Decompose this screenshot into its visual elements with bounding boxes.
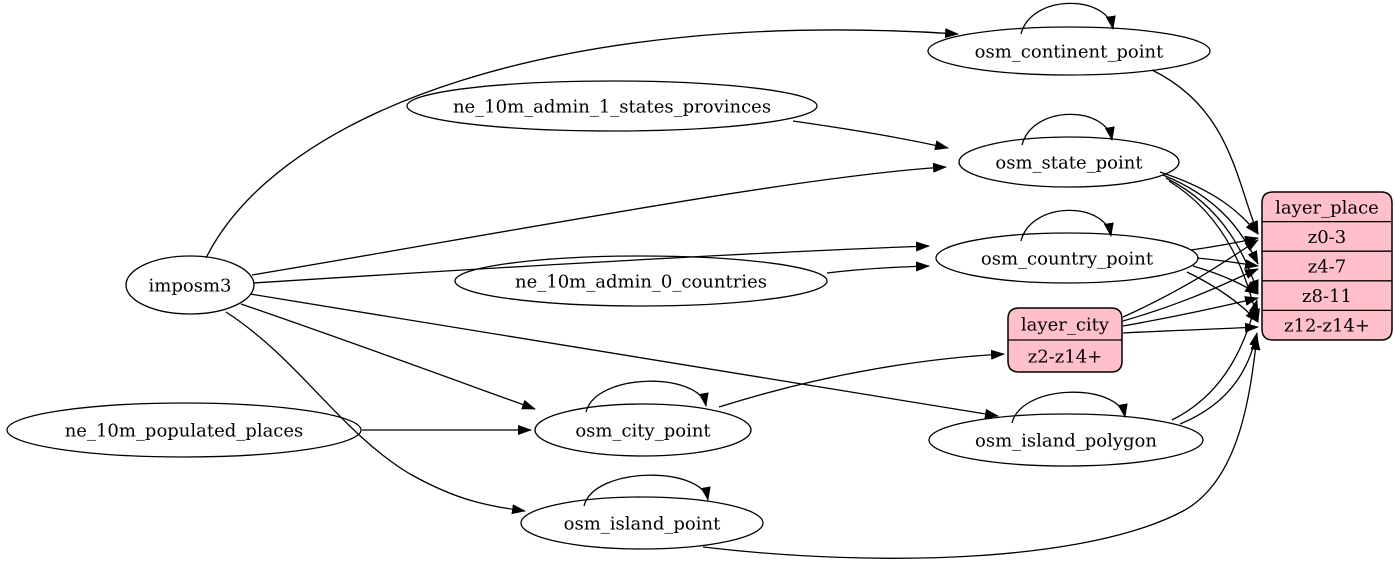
edge-osm_state_point-to-layer_place-z0-3 [1159,171,1259,235]
edge-ne_10m_admin_1_states_provinces-to-osm_state_point [792,120,949,151]
node-label-osm_city_point: osm_city_point [575,421,711,442]
node-ne_10m_admin_1_states_provinces: ne_10m_admin_1_states_provinces [406,80,818,132]
node-label-ne_10m_populated_places: ne_10m_populated_places [65,421,304,442]
edge-imposm3-to-osm_city_point [240,303,536,410]
edge-osm_island_polygon-to-layer_place-z8-11 [1171,299,1259,421]
edge-osm_country_point-to-layer_place-z12-z14+ [1186,271,1259,323]
node-ne_10m_populated_places: ne_10m_populated_places [6,402,362,458]
edge-selfloop-osm_island_point [583,474,711,507]
record-row-layer_city-layer_city: layer_city [1021,315,1110,336]
node-osm_continent_point: osm_continent_point [927,26,1211,76]
edge-osm_country_point-to-layer_place-z4-7 [1196,257,1259,270]
edge-layer_city-to-layer_place-z8-11 [1122,296,1259,327]
node-shape-ne_10m_admin_1_states_provinces [406,80,818,132]
edge-selfloop-osm_country_point [1020,209,1114,242]
node-osm_state_point: osm_state_point [958,136,1180,188]
edge-layer_city-to-layer_place-z12-z14+ [1122,322,1259,334]
node-shape-ne_10m_admin_0_countries [454,255,828,307]
node-label-osm_country_point: osm_country_point [981,249,1154,270]
node-osm_island_point: osm_island_point [520,496,764,550]
edge-ne_10m_admin_0_countries-to-osm_country_point [826,261,930,274]
node-shape-ne_10m_populated_places [6,402,362,458]
edge-osm_island_point-to-layer_place-z12-z14+ [702,336,1261,559]
node-label-ne_10m_admin_1_states_provinces: ne_10m_admin_1_states_provinces [453,97,771,118]
edge-imposm3-to-osm_state_point [251,162,947,276]
node-layer_place: layer_place z0-3 z4-7 z8-11 z12-z14+ [1261,191,1393,341]
record-row-layer_place-z4-7: z4-7 [1308,257,1346,278]
node-ne_10m_admin_0_countries: ne_10m_admin_0_countries [454,255,828,307]
edge-layer_city-to-layer_place-z4-7 [1122,268,1259,322]
edge-osm_state_point-to-layer_place-z8-11 [1165,177,1259,294]
node-shape-osm_city_point [534,403,752,457]
edge-layer_city-to-layer_place-z0-3 [1122,239,1259,318]
node-shape-osm_continent_point [927,26,1211,76]
record-row-layer_place-z12-z14+: z12-z14+ [1284,316,1370,337]
edge-selfloop-osm_state_point [1021,113,1115,146]
edge-imposm3-to-osm_country_point [252,241,930,284]
node-layer_city: layer_city z2-z14+ [1007,307,1123,373]
node-label-osm_island_point: osm_island_point [564,514,721,535]
node-label-osm_island_polygon: osm_island_polygon [975,431,1157,452]
edge-selfloop-osm_city_point [585,380,709,413]
node-shape-imposm3 [125,255,255,315]
record-row-layer_city-z2-z14+: z2-z14+ [1028,347,1103,368]
node-osm_city_point: osm_city_point [534,403,752,457]
node-label-osm_state_point: osm_state_point [995,153,1143,174]
record-row-layer_place-layer_place: layer_place [1275,197,1379,218]
node-osm_island_polygon: osm_island_polygon [928,413,1204,467]
node-shape-osm_island_point [520,496,764,550]
edge-osm_country_point-to-layer_place-z0-3 [1190,235,1259,251]
nodes-layer: imposm3 ne_10m_admin_1_states_provincesne… [6,26,1393,550]
record-row-layer_place-z0-3: z0-3 [1308,227,1346,248]
edge-osm_state_point-to-layer_place-z4-7 [1162,174,1259,265]
edge-selfloop-osm_continent_point [1020,2,1116,35]
node-shape-osm_island_polygon [928,413,1204,467]
edge-osm_city_point-to-layer_city-z2-z14+ [718,349,1005,408]
edge-imposm3-to-osm_island_polygon [249,293,999,419]
node-label-imposm3: imposm3 [149,276,232,297]
edge-osm_continent_point-to-layer_place-z0-3 [1151,69,1259,235]
node-label-ne_10m_admin_0_countries: ne_10m_admin_0_countries [515,272,767,293]
node-osm_country_point: osm_country_point [935,232,1199,284]
node-label-osm_continent_point: osm_continent_point [975,42,1164,63]
node-imposm3: imposm3 [125,255,255,315]
node-shape-layer_place [1261,191,1393,341]
node-shape-osm_state_point [958,136,1180,188]
edges-layer [205,2,1261,559]
record-row-layer_place-z8-11: z8-11 [1302,286,1352,307]
edge-imposm3-to-osm_island_point [225,311,526,515]
edge-selfloop-osm_island_polygon [1011,391,1128,424]
edge-imposm3-to-osm_continent_point [205,28,959,259]
